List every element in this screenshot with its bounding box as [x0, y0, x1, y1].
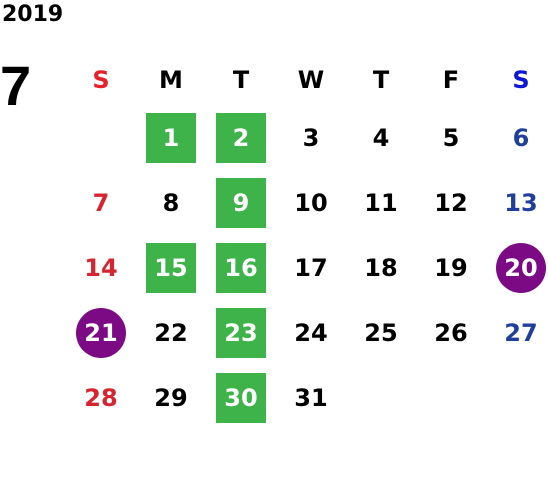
- day-number: 24: [294, 318, 328, 347]
- day-number: 1: [146, 112, 196, 163]
- day-number: 16: [216, 242, 266, 293]
- day-cell[interactable]: 28: [66, 365, 136, 430]
- weekday-header-tuesday: T: [232, 66, 250, 94]
- day-number: 22: [154, 318, 188, 347]
- empty-day-cell: [346, 365, 416, 430]
- day-number: 15: [146, 242, 196, 293]
- day-cell[interactable]: 15: [136, 235, 206, 300]
- day-number: 26: [434, 318, 468, 347]
- month-number: 7: [0, 54, 32, 117]
- weekday-header-saturday: S: [512, 66, 530, 94]
- weekday-header-sunday: S: [92, 66, 110, 94]
- day-number: 14: [84, 253, 118, 282]
- day-number: 31: [294, 383, 328, 412]
- day-cell[interactable]: 25: [346, 300, 416, 365]
- day-cell[interactable]: 6: [486, 105, 548, 170]
- day-cell[interactable]: 8: [136, 170, 206, 235]
- day-cell[interactable]: 18: [346, 235, 416, 300]
- day-number: 3: [302, 123, 320, 152]
- day-cell[interactable]: 4: [346, 105, 416, 170]
- day-number: 18: [364, 253, 398, 282]
- weekday-header-thursday: T: [372, 66, 390, 94]
- day-cell[interactable]: 27: [486, 300, 548, 365]
- day-number: 7: [92, 188, 110, 217]
- day-number: 25: [364, 318, 398, 347]
- day-cell[interactable]: 9: [206, 170, 276, 235]
- day-number: 2: [216, 112, 266, 163]
- empty-day-cell: [66, 105, 136, 170]
- day-cell[interactable]: 12: [416, 170, 486, 235]
- day-cell[interactable]: 20: [486, 235, 548, 300]
- day-cell[interactable]: 11: [346, 170, 416, 235]
- day-number: 13: [504, 188, 538, 217]
- day-cell[interactable]: 13: [486, 170, 548, 235]
- day-number: 29: [154, 383, 188, 412]
- day-number: 9: [216, 177, 266, 228]
- day-number: 17: [294, 253, 328, 282]
- day-number: 12: [434, 188, 468, 217]
- day-cell[interactable]: 5: [416, 105, 486, 170]
- day-number: 23: [216, 307, 266, 358]
- day-number: 28: [84, 383, 118, 412]
- day-cell[interactable]: 22: [136, 300, 206, 365]
- day-number: 27: [504, 318, 538, 347]
- day-cell[interactable]: 29: [136, 365, 206, 430]
- day-number: 6: [512, 123, 530, 152]
- day-cell[interactable]: 2: [206, 105, 276, 170]
- day-number: 8: [162, 188, 180, 217]
- day-number: 11: [364, 188, 398, 217]
- day-number: 10: [294, 188, 328, 217]
- weekday-header-friday: F: [442, 66, 460, 94]
- day-cell[interactable]: 10: [276, 170, 346, 235]
- day-cell[interactable]: 30: [206, 365, 276, 430]
- day-cell[interactable]: 19: [416, 235, 486, 300]
- day-cell[interactable]: 14: [66, 235, 136, 300]
- day-cell[interactable]: 24: [276, 300, 346, 365]
- day-number: 20: [496, 242, 546, 293]
- empty-day-cell: [486, 365, 548, 430]
- weekday-header-monday: M: [159, 66, 183, 94]
- day-cell[interactable]: 1: [136, 105, 206, 170]
- day-cell[interactable]: 3: [276, 105, 346, 170]
- day-number: 21: [76, 307, 126, 358]
- day-number: 4: [372, 123, 390, 152]
- day-number: 19: [434, 253, 468, 282]
- day-cell[interactable]: 26: [416, 300, 486, 365]
- empty-day-cell: [416, 365, 486, 430]
- year-label: 2019: [2, 2, 64, 27]
- day-cell[interactable]: 16: [206, 235, 276, 300]
- day-cell[interactable]: 21: [66, 300, 136, 365]
- day-cell[interactable]: 17: [276, 235, 346, 300]
- day-number: 5: [442, 123, 460, 152]
- day-number: 30: [216, 372, 266, 423]
- day-cell[interactable]: 7: [66, 170, 136, 235]
- weekday-header-wednesday: W: [297, 66, 325, 94]
- day-cell[interactable]: 31: [276, 365, 346, 430]
- day-cell[interactable]: 23: [206, 300, 276, 365]
